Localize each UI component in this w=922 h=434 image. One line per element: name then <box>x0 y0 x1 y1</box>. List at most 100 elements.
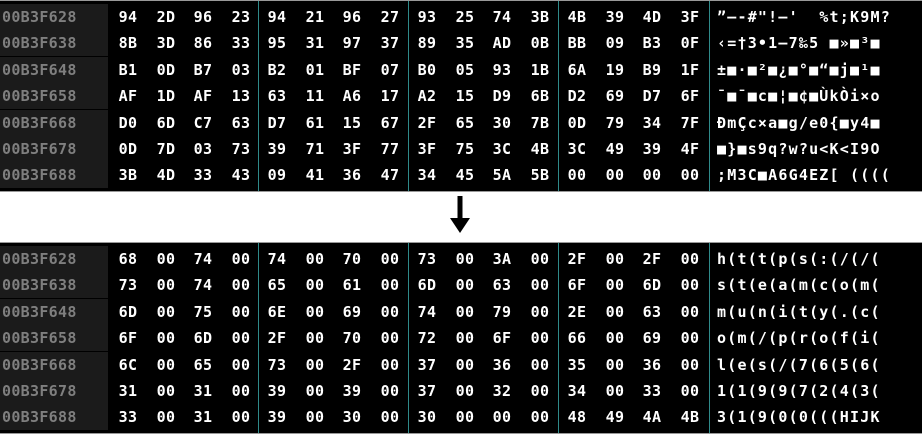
hex-byte[interactable]: 00 <box>455 408 475 427</box>
ascii-text[interactable]: ”–-#"!–' %t;K9M? <box>717 8 891 26</box>
hex-byte[interactable]: 19 <box>605 60 625 79</box>
hex-byte[interactable]: 00 <box>530 250 550 268</box>
hex-byte[interactable]: 33 <box>118 408 138 427</box>
hex-byte[interactable]: 75 <box>455 140 475 158</box>
hex-byte[interactable]: 00 <box>305 302 325 321</box>
hex-byte[interactable]: 00 <box>605 329 625 348</box>
hex-byte[interactable]: 36 <box>342 166 362 185</box>
hex-byte[interactable]: 6F <box>680 87 700 106</box>
hex-byte[interactable]: 00 <box>605 382 625 400</box>
hex-byte[interactable]: 65 <box>267 276 287 295</box>
hex-byte[interactable]: 00 <box>305 250 325 268</box>
hex-byte[interactable]: 00 <box>156 408 176 427</box>
hex-byte[interactable]: 34 <box>417 166 437 185</box>
hex-byte[interactable]: 00 <box>530 382 550 400</box>
hex-byte[interactable]: 65 <box>193 355 213 374</box>
hex-byte[interactable]: 3C <box>492 140 512 158</box>
hex-byte[interactable]: 67 <box>380 113 400 132</box>
hex-byte[interactable]: 00 <box>156 382 176 400</box>
hex-byte[interactable]: AF <box>118 87 138 106</box>
hex-byte[interactable]: 00 <box>380 250 400 268</box>
ascii-text[interactable]: ±■·■²■¿■°■“■j■¹■ <box>717 60 881 79</box>
hex-byte[interactable]: 33 <box>193 166 213 185</box>
hex-byte[interactable]: 00 <box>642 166 662 185</box>
hex-byte[interactable]: 73 <box>267 355 287 374</box>
hex-byte[interactable]: 7F <box>680 113 700 132</box>
hex-byte[interactable]: 5B <box>530 166 550 185</box>
hex-byte[interactable]: 96 <box>342 8 362 26</box>
hex-byte[interactable]: 05 <box>455 60 475 79</box>
hex-byte[interactable]: 31 <box>305 34 325 53</box>
hex-byte[interactable]: 00 <box>231 250 251 268</box>
hex-byte[interactable]: 1D <box>156 87 176 106</box>
hex-byte[interactable]: 94 <box>267 8 287 26</box>
hex-byte[interactable]: 37 <box>417 355 437 374</box>
hex-byte[interactable]: B9 <box>642 60 662 79</box>
ascii-text[interactable]: s(t(e(a(m(c(o(m( <box>717 276 881 295</box>
hex-byte[interactable]: 3F <box>417 140 437 158</box>
hex-byte[interactable]: 00 <box>455 355 475 374</box>
hex-byte[interactable]: 3F <box>342 140 362 158</box>
hex-byte[interactable]: B3 <box>642 34 662 53</box>
hex-byte[interactable]: 63 <box>267 87 287 106</box>
hex-byte[interactable]: 8B <box>118 34 138 53</box>
hex-byte[interactable]: 39 <box>267 382 287 400</box>
hex-byte[interactable]: 77 <box>380 140 400 158</box>
hex-byte[interactable]: 00 <box>156 250 176 268</box>
hex-byte[interactable]: 17 <box>380 87 400 106</box>
hex-byte[interactable]: 31 <box>193 408 213 427</box>
hex-byte[interactable]: A6 <box>342 87 362 106</box>
hex-byte[interactable]: 73 <box>417 250 437 268</box>
hex-byte[interactable]: 34 <box>642 113 662 132</box>
hex-byte[interactable]: C7 <box>193 113 213 132</box>
hex-byte[interactable]: 47 <box>380 166 400 185</box>
hex-byte[interactable]: 6F <box>492 329 512 348</box>
ascii-text[interactable]: ¯■¯■c■¦■¢■ÙkÒi×o <box>717 87 881 106</box>
hex-byte[interactable]: 30 <box>342 408 362 427</box>
hex-byte[interactable]: AD <box>492 34 512 53</box>
hex-byte[interactable]: 68 <box>118 250 138 268</box>
hex-byte[interactable]: 36 <box>642 355 662 374</box>
hex-byte[interactable]: 00 <box>455 250 475 268</box>
hex-byte[interactable]: 74 <box>417 302 437 321</box>
ascii-text[interactable]: ‹=†3•1—7‰5 ■»■³■ <box>717 34 881 53</box>
hex-byte[interactable]: 6F <box>567 276 587 295</box>
hex-byte[interactable]: 00 <box>605 166 625 185</box>
hex-byte[interactable]: 93 <box>417 8 437 26</box>
hex-byte[interactable]: 11 <box>305 87 325 106</box>
hex-byte[interactable]: 1F <box>680 60 700 79</box>
hex-byte[interactable]: D7 <box>642 87 662 106</box>
hex-byte[interactable]: 66 <box>567 329 587 348</box>
hex-byte[interactable]: 09 <box>605 34 625 53</box>
hex-byte[interactable]: 73 <box>118 276 138 295</box>
hex-byte[interactable]: 4B <box>680 408 700 427</box>
hex-byte[interactable]: 2E <box>567 302 587 321</box>
hex-byte[interactable]: 72 <box>417 329 437 348</box>
hex-byte[interactable]: 37 <box>380 34 400 53</box>
hex-byte[interactable]: 3F <box>680 8 700 26</box>
hex-byte[interactable]: 33 <box>231 34 251 53</box>
hex-byte[interactable]: 00 <box>680 166 700 185</box>
hex-byte[interactable]: 48 <box>567 408 587 427</box>
hex-byte[interactable]: 30 <box>492 113 512 132</box>
hex-byte[interactable]: BB <box>567 34 587 53</box>
hex-byte[interactable]: 25 <box>455 8 475 26</box>
hex-byte[interactable]: 00 <box>231 408 251 427</box>
hex-byte[interactable]: 35 <box>567 355 587 374</box>
hex-byte[interactable]: 61 <box>342 276 362 295</box>
hex-byte[interactable]: 30 <box>417 408 437 427</box>
hex-byte[interactable]: 00 <box>380 329 400 348</box>
hex-byte[interactable]: 00 <box>455 276 475 295</box>
hex-byte[interactable]: B2 <box>267 60 287 79</box>
hex-byte[interactable]: 27 <box>380 8 400 26</box>
hex-byte[interactable]: 97 <box>342 34 362 53</box>
hex-byte[interactable]: 00 <box>530 276 550 295</box>
hex-byte[interactable]: 00 <box>231 329 251 348</box>
hex-byte[interactable]: B1 <box>118 60 138 79</box>
hex-byte[interactable]: 00 <box>156 276 176 295</box>
hex-byte[interactable]: 00 <box>605 355 625 374</box>
hex-byte[interactable]: 00 <box>492 408 512 427</box>
hex-byte[interactable]: 00 <box>680 276 700 295</box>
hex-byte[interactable]: 00 <box>305 329 325 348</box>
hex-byte[interactable]: 00 <box>605 250 625 268</box>
